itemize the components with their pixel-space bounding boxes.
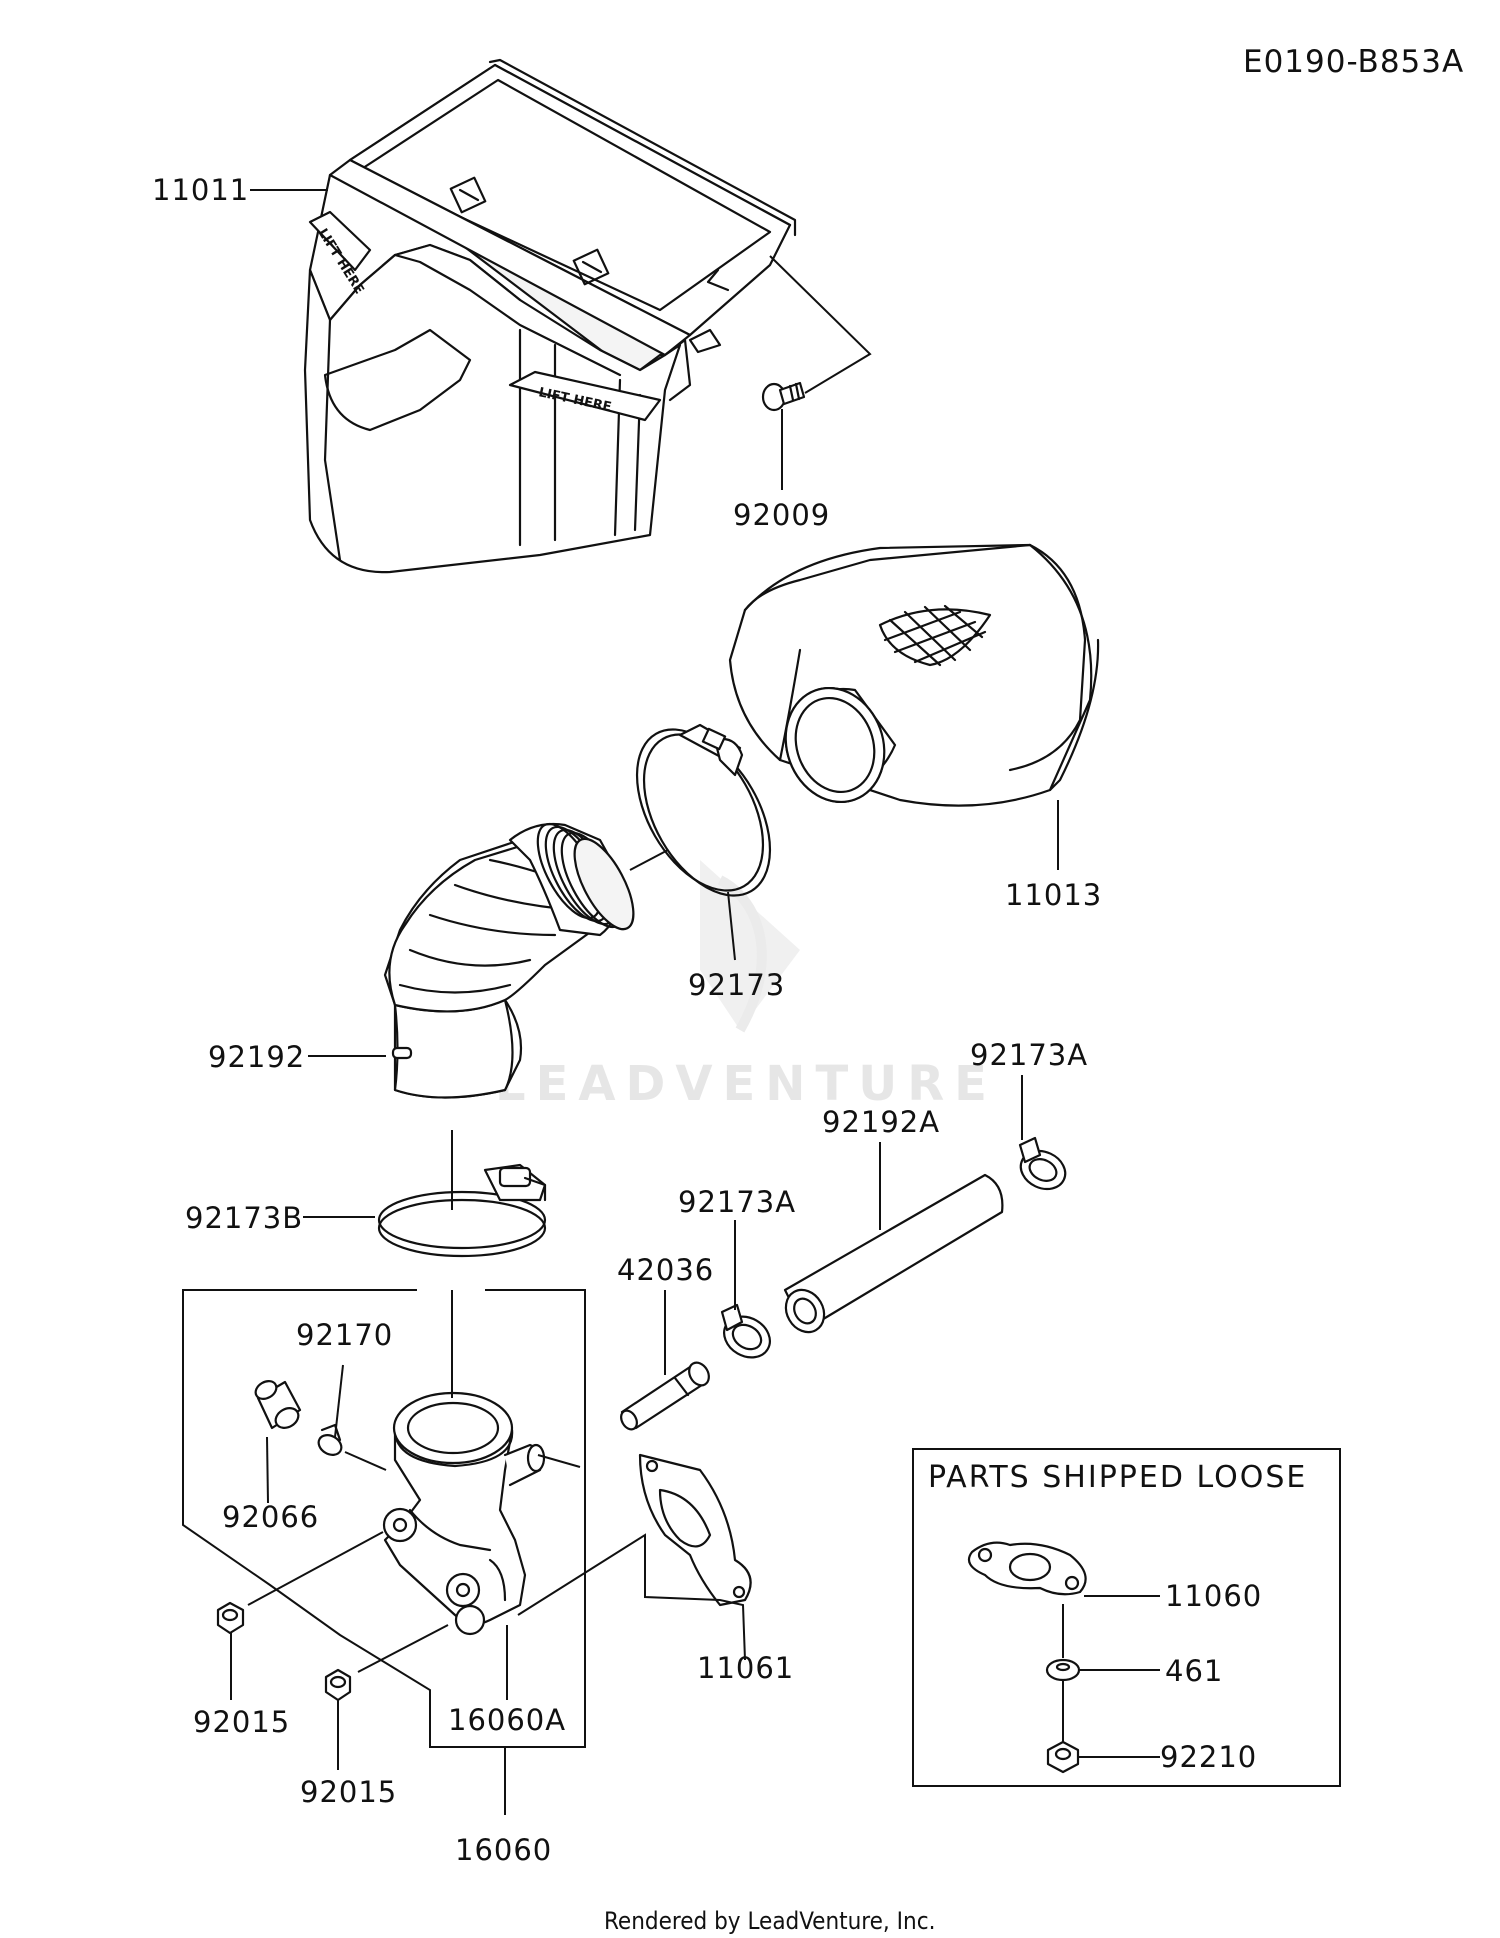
label-11013[interactable]: 11013 [1005, 878, 1102, 912]
label-92173A-top[interactable]: 92173A [970, 1038, 1088, 1072]
label-92192[interactable]: 92192 [208, 1040, 305, 1074]
label-42036[interactable]: 42036 [617, 1253, 714, 1287]
part-92173B-clamp[interactable] [377, 1163, 547, 1258]
label-92192A[interactable]: 92192A [822, 1105, 940, 1139]
part-92210-nut[interactable] [1046, 1740, 1080, 1774]
part-11011-cover[interactable] [303, 58, 797, 574]
label-92066[interactable]: 92066 [222, 1500, 319, 1534]
leader-lines [230, 189, 1160, 1770]
label-11061[interactable]: 11061 [697, 1651, 794, 1685]
parts-shipped-loose-title: PARTS SHIPPED LOOSE [928, 1460, 1307, 1495]
watermark-text: LEADVENTURE [495, 1056, 997, 1112]
part-42036-fitting[interactable] [618, 1359, 713, 1432]
part-92170-clamp[interactable] [315, 1423, 345, 1459]
label-92170[interactable]: 92170 [296, 1318, 393, 1352]
part-92015-nut-right[interactable] [324, 1668, 352, 1702]
part-92009-screw[interactable] [761, 381, 806, 412]
assembly-bracket-16060 [182, 1289, 586, 1815]
label-92015-left[interactable]: 92015 [193, 1705, 290, 1739]
part-16060A-intake-pipe[interactable] [382, 1391, 546, 1636]
part-92173-clamp[interactable] [611, 708, 796, 917]
label-92173B[interactable]: 92173B [185, 1201, 303, 1235]
label-92210[interactable]: 92210 [1160, 1740, 1257, 1774]
label-92015-right[interactable]: 92015 [300, 1775, 397, 1809]
part-92066-cap[interactable] [252, 1378, 302, 1432]
part-11013-filter[interactable] [728, 543, 1100, 816]
part-92015-nut-left[interactable] [216, 1601, 245, 1635]
diagram-code: E0190-B853A [1243, 44, 1464, 80]
part-461-washer[interactable] [1045, 1658, 1081, 1682]
part-92173A-clamp-top[interactable] [1015, 1136, 1072, 1196]
part-11060-gasket[interactable] [967, 1541, 1087, 1596]
leadventure-watermark: LEADVENTURE [495, 860, 997, 1112]
part-92192A-hose[interactable] [778, 1173, 1004, 1339]
footer-credit: Rendered by LeadVenture, Inc. [604, 1907, 935, 1935]
label-92009[interactable]: 92009 [733, 498, 830, 532]
label-92173A-mid[interactable]: 92173A [678, 1185, 796, 1219]
label-11060[interactable]: 11060 [1165, 1579, 1262, 1613]
label-92173[interactable]: 92173 [688, 968, 785, 1002]
part-11061-gasket[interactable] [638, 1453, 752, 1607]
label-16060[interactable]: 16060 [455, 1833, 552, 1867]
parts-shipped-loose-box [912, 1448, 1341, 1787]
part-92192-elbow-hose[interactable] [383, 815, 645, 1099]
label-16060A[interactable]: 16060A [448, 1703, 566, 1737]
label-11011[interactable]: 11011 [152, 173, 249, 207]
part-92173A-clamp-mid[interactable] [717, 1303, 778, 1365]
label-461[interactable]: 461 [1165, 1654, 1223, 1688]
